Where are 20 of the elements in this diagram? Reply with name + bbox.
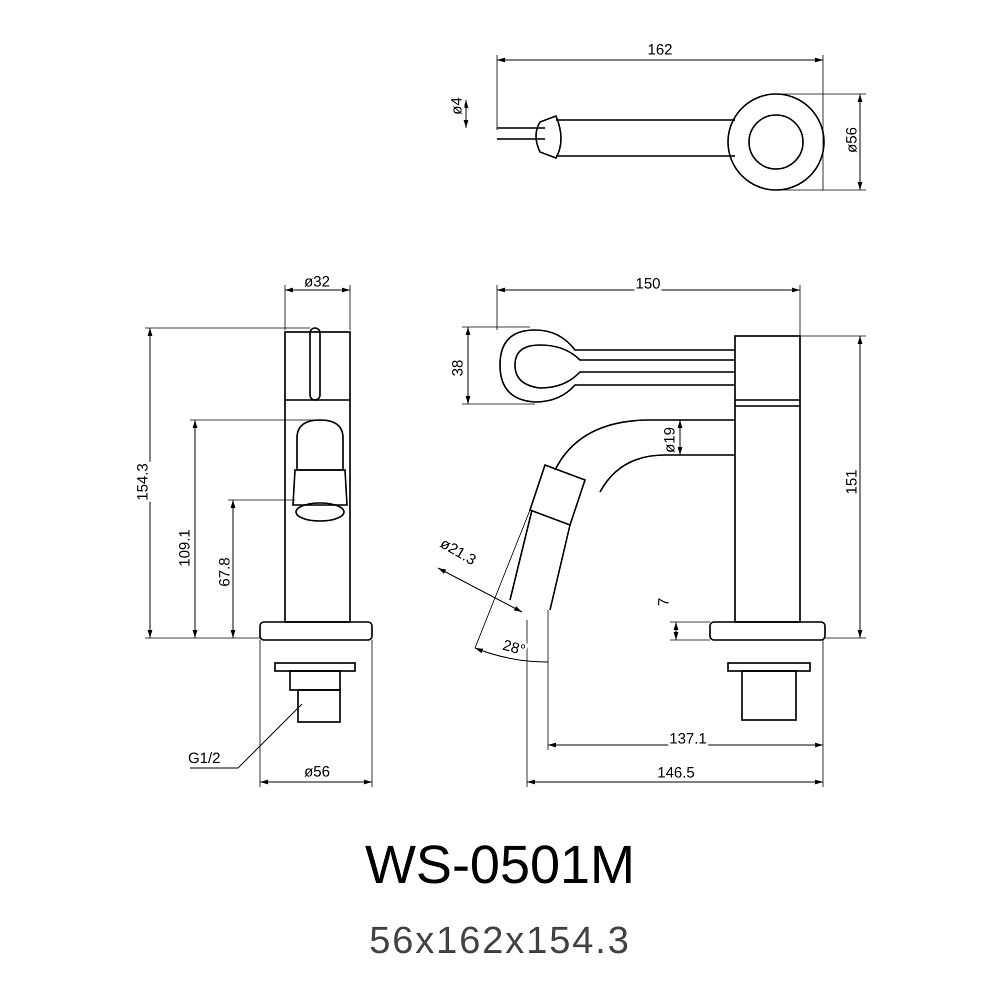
dimensions-caption: 56x162x154.3 [368,922,632,960]
dimension-label: 137.1 [668,732,708,746]
dimension-label: 151 [844,468,860,496]
dimension-label: ø56 [303,764,331,780]
dimension-label: ø19 [662,426,678,454]
thread-size-label: G1/2 [188,750,221,768]
dimension-label: 150 [634,276,662,292]
dimension-label: 154.3 [136,462,150,502]
dimension-label: ø4 [450,96,464,116]
model-title: WS-0501M [364,838,636,892]
dimension-label: 162 [646,42,674,58]
thread-connector [297,689,341,723]
dimension-label: 7 [656,596,672,608]
dimension-label: 109.1 [178,528,192,568]
dimension-label: ø56 [844,126,860,154]
leader-line [190,704,302,768]
dimension-label: 146.5 [656,766,696,780]
dimension-label: ø32 [303,274,331,290]
dimension-label: 38 [450,358,466,378]
dimension-label: 67.8 [218,556,232,588]
